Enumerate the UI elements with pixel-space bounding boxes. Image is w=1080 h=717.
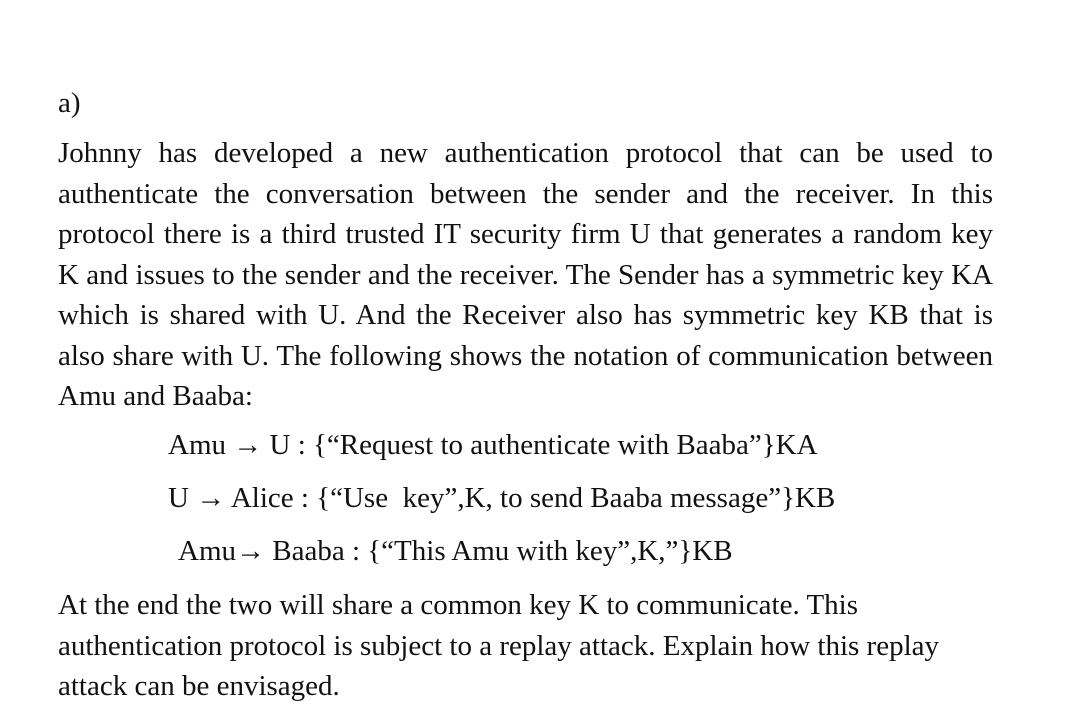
question-closing-paragraph: At the end the two will share a common k… [58,589,940,702]
question-intro-paragraph: Johnny has developed a new authenticatio… [58,137,993,412]
protocol-step-3: Amu→ Baaba : {“This Amu with key”,K,”}KB [178,535,733,567]
question-label: a) [58,87,81,119]
protocol-step-2: U → Alice : {“Use key”,K, to send Baaba … [168,482,836,514]
protocol-step-1: Amu → U : {“Request to authenticate with… [168,429,818,461]
